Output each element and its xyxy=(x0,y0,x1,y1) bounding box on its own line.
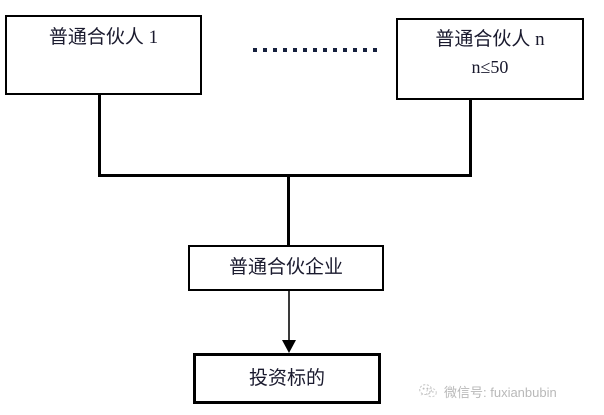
ellipsis-dot xyxy=(353,48,357,52)
connector-center-stem xyxy=(287,174,290,245)
watermark: 微信号: fuxianbubin xyxy=(419,382,557,401)
ellipsis-dot xyxy=(333,48,337,52)
node-general-partner-n: 普通合伙人 n n≤50 xyxy=(396,18,584,100)
wechat-icon xyxy=(419,384,437,399)
connector-partner-1-drop xyxy=(98,95,101,177)
connector-arrow-shaft xyxy=(288,291,290,344)
connector-partner-n-drop xyxy=(469,100,472,177)
ellipsis-dot xyxy=(253,48,257,52)
node-general-partner-1: 普通合伙人 1 xyxy=(5,15,202,95)
node-general-partnership-enterprise-label: 普通合伙企业 xyxy=(228,257,343,279)
ellipsis-dot xyxy=(283,48,287,52)
ellipsis-dot xyxy=(313,48,317,52)
watermark-text: 微信号: fuxianbubin xyxy=(444,385,557,400)
ellipsis-dots xyxy=(253,48,377,52)
node-investment-target: 投资标的 xyxy=(193,353,381,404)
ellipsis-dot xyxy=(363,48,367,52)
node-general-partnership-enterprise: 普通合伙企业 xyxy=(188,245,384,291)
ellipsis-dot xyxy=(273,48,277,52)
ellipsis-dot xyxy=(373,48,377,52)
ellipsis-dot xyxy=(323,48,327,52)
node-investment-target-label: 投资标的 xyxy=(248,367,325,389)
node-general-partner-n-limit: n≤50 xyxy=(471,56,509,77)
node-general-partner-1-label: 普通合伙人 1 xyxy=(48,27,159,48)
connector-horizontal-bus xyxy=(98,174,472,177)
connector-arrow-head xyxy=(282,340,296,353)
node-general-partner-n-label: 普通合伙人 n xyxy=(435,29,545,50)
ellipsis-dot xyxy=(293,48,297,52)
ellipsis-dot xyxy=(343,48,347,52)
ellipsis-dot xyxy=(303,48,307,52)
ellipsis-dot xyxy=(263,48,267,52)
